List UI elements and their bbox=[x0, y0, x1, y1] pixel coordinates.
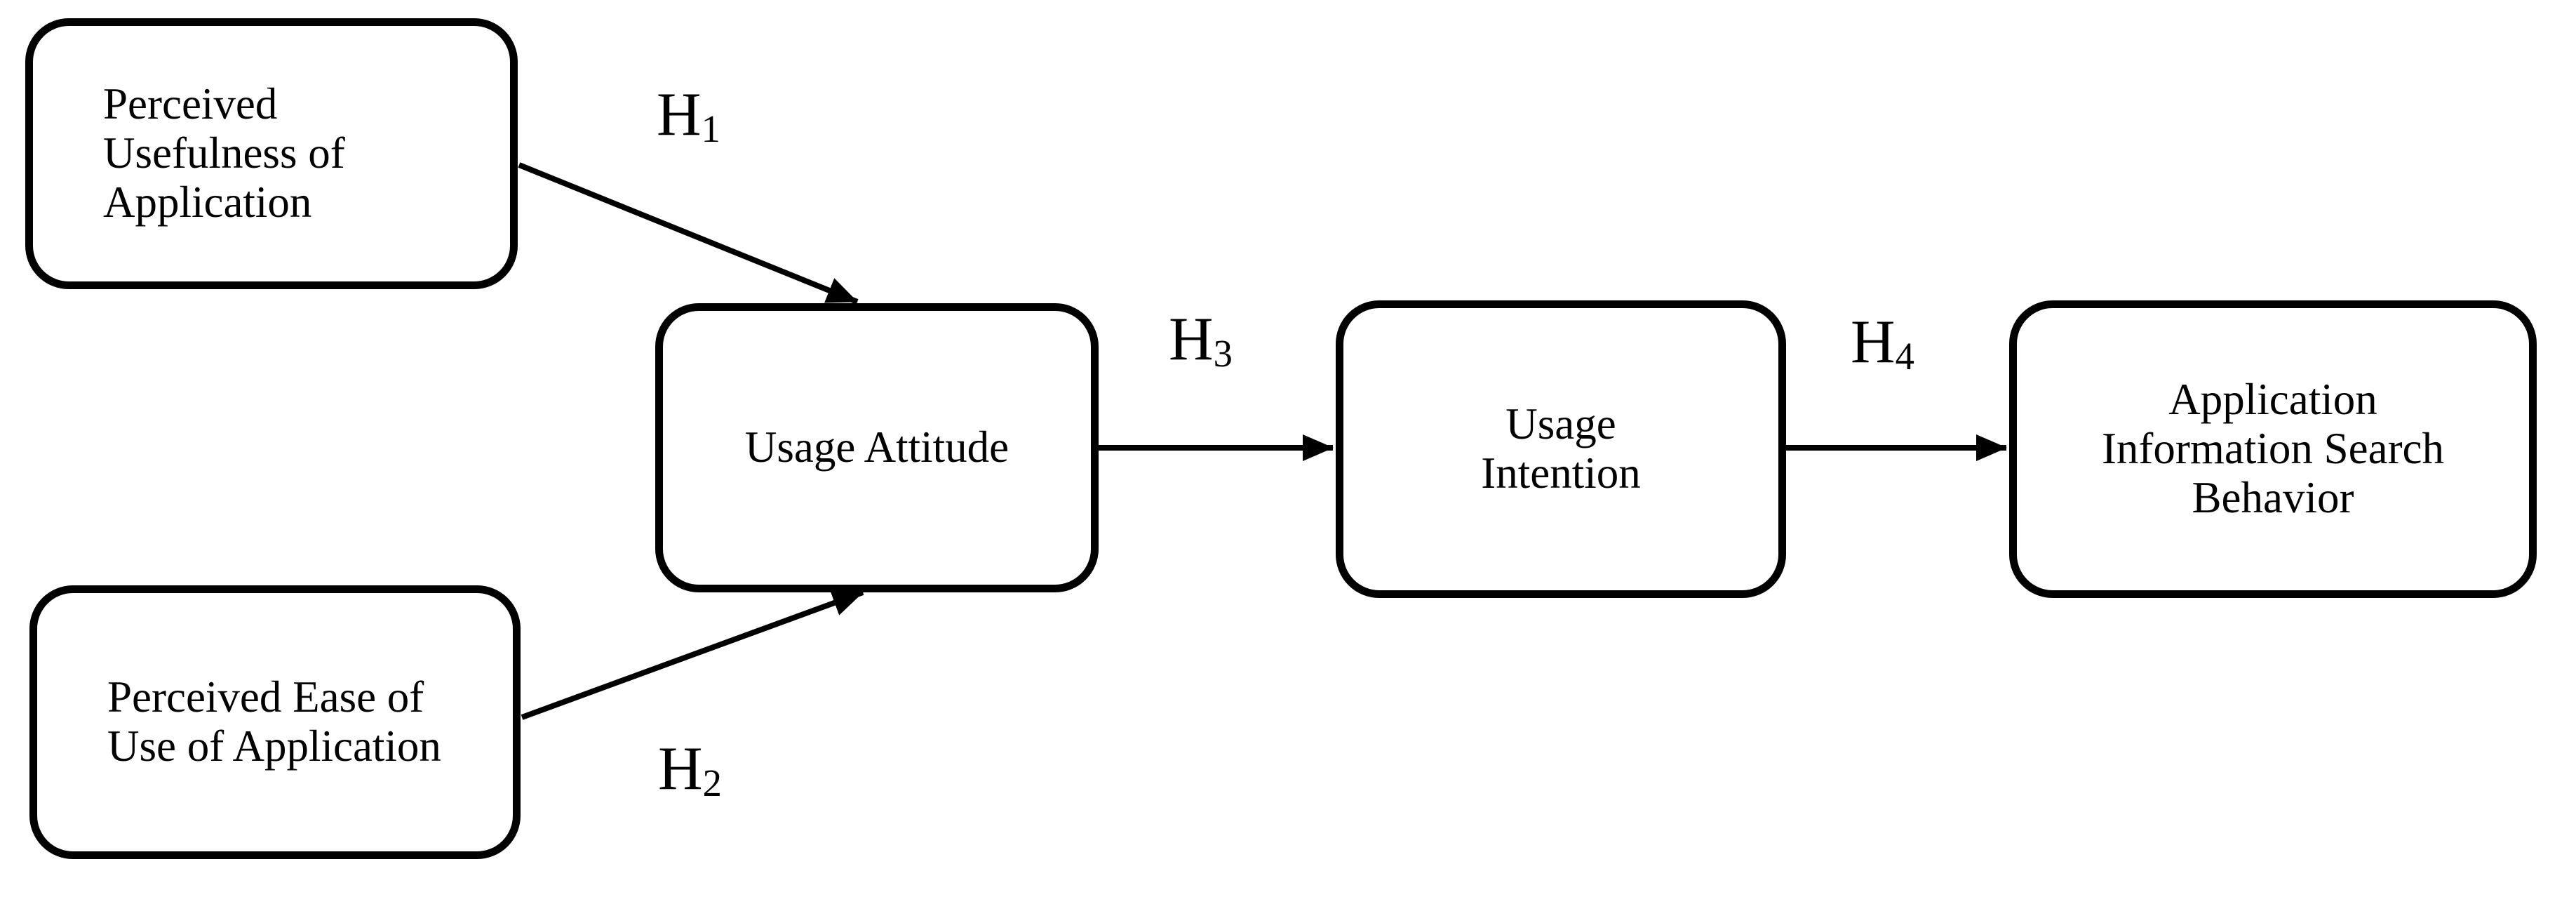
box-usage-attitude: Usage Attitude bbox=[655, 303, 1099, 592]
h1-arrow bbox=[518, 162, 859, 305]
box-label-line: Information Search bbox=[2101, 424, 2445, 474]
box-usage-intention: Usage Intention bbox=[1336, 300, 1786, 598]
hypothesis-base: H bbox=[1169, 305, 1214, 373]
hypothesis-base: H bbox=[657, 81, 702, 149]
box-perceived-ease-of-use: Perceived Ease of Use of Application bbox=[29, 585, 521, 859]
box-label-line: Use of Application bbox=[107, 722, 441, 771]
hypothesis-subscript: 4 bbox=[1895, 334, 1914, 378]
box-perceived-usefulness: Perceived Usefulness of Application bbox=[25, 18, 518, 289]
hypothesis-base: H bbox=[658, 735, 703, 803]
hypothesis-subscript: 2 bbox=[702, 761, 722, 804]
hypothesis-base: H bbox=[1851, 308, 1896, 376]
box-label-line: Usage bbox=[1505, 399, 1616, 449]
hypothesis-label-h4: H4 bbox=[1851, 312, 1914, 375]
box-label-line: Intention bbox=[1481, 448, 1641, 498]
box-label-line: Behavior bbox=[2192, 472, 2354, 522]
hypothesis-label-h1: H1 bbox=[657, 81, 720, 149]
box-label-line: Perceived bbox=[103, 79, 278, 129]
box-label-line: Perceived Ease of bbox=[107, 672, 424, 722]
hypothesis-label-h3: H3 bbox=[1169, 309, 1233, 373]
box-label-line: Usefulness of bbox=[103, 128, 345, 178]
box-label-line: Usage Attitude bbox=[744, 423, 1009, 472]
box-application-information-search-behavior: Application Information Search Behavior bbox=[2009, 300, 2537, 598]
box-label-line: Application bbox=[103, 177, 312, 227]
box-label-line: Application bbox=[2168, 375, 2377, 425]
hypothesis-label-h2: H2 bbox=[658, 735, 722, 803]
hypothesis-subscript: 3 bbox=[1213, 331, 1233, 375]
h2-arrow bbox=[521, 590, 864, 720]
hypothesis-subscript: 1 bbox=[701, 107, 720, 150]
